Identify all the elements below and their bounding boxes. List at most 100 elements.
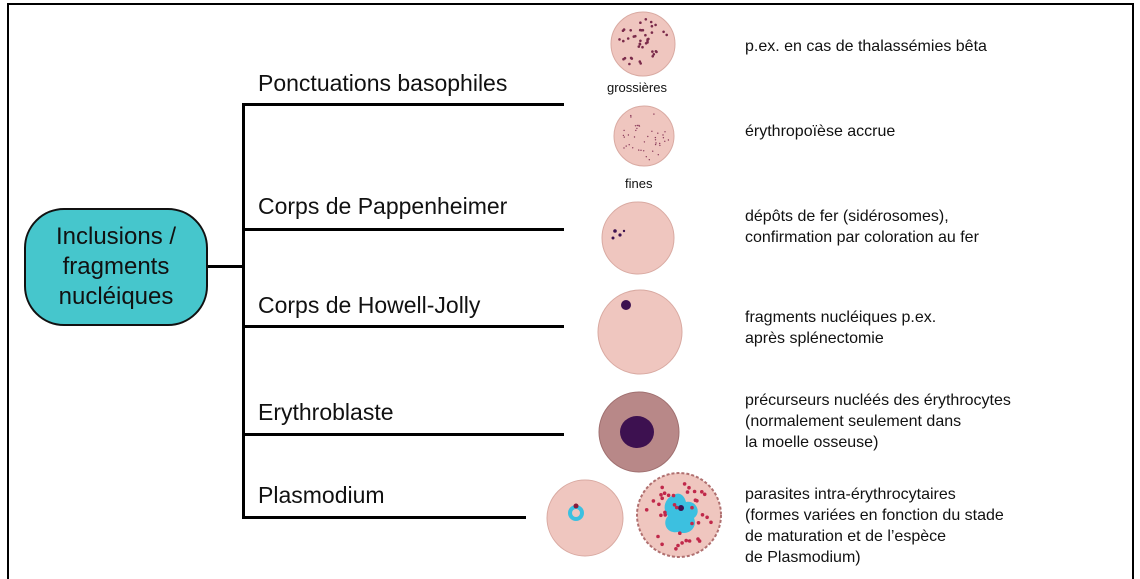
- stipple-dot: [652, 151, 653, 152]
- rbc-pappenheimer-icon: [600, 200, 676, 276]
- description-3: dépôts de fer (sidérosomes), confirmatio…: [745, 206, 979, 248]
- plasmodium-schizont-icon: [634, 470, 724, 560]
- description-4: fragments nucléiques p.ex. après splénec…: [745, 307, 936, 349]
- stipple-dot: [641, 46, 644, 49]
- stipple-dot: [622, 40, 625, 43]
- merozoite-dot: [690, 522, 694, 526]
- stipple-dot: [651, 25, 654, 28]
- stipple-dot: [623, 135, 624, 136]
- stipple-dot: [655, 139, 656, 140]
- merozoite-dot: [667, 494, 671, 498]
- stipple-dot: [638, 149, 639, 150]
- merozoite-dot: [663, 491, 667, 495]
- root-label: Inclusions / fragments nucléiques: [56, 222, 176, 312]
- branch-line-2: [242, 228, 564, 231]
- stipple-dot: [639, 62, 642, 65]
- erythroblast-icon: [597, 390, 681, 474]
- stipple-dot: [638, 125, 639, 126]
- merozoite-dot: [673, 503, 677, 507]
- stipple-dot: [649, 159, 650, 160]
- stipple-dot: [653, 113, 654, 114]
- merozoite-dot: [660, 497, 664, 501]
- merozoite-dot: [683, 482, 687, 486]
- merozoite-dot: [657, 503, 661, 507]
- rbc-fine-stippling-icon: [612, 104, 676, 168]
- stipple-dot: [639, 21, 642, 24]
- merozoite-dot: [696, 537, 700, 541]
- stipple-dot: [639, 43, 642, 46]
- root-connector: [208, 265, 245, 268]
- merozoite-dot: [659, 493, 663, 497]
- root-node: Inclusions / fragments nucléiques: [24, 208, 208, 326]
- stipple-dot: [668, 139, 669, 140]
- merozoite-dot: [695, 499, 699, 503]
- stipple-dot: [624, 136, 625, 137]
- stipple-dot: [638, 45, 641, 48]
- stipple-dot: [630, 116, 631, 117]
- stipple-dot: [657, 133, 658, 134]
- stipple-dot: [629, 29, 632, 32]
- merozoite-dot: [688, 539, 692, 543]
- frame-top-border: [7, 3, 1134, 5]
- merozoite-dot: [701, 513, 705, 517]
- stipple-dot: [632, 147, 633, 148]
- frame-left-border: [7, 3, 9, 579]
- description-6: parasites intra-érythrocytaires (formes …: [745, 484, 1004, 568]
- stipple-dot: [663, 137, 664, 138]
- merozoite-dot: [660, 486, 664, 490]
- stipple-dot: [640, 150, 641, 151]
- description-1: p.ex. en cas de thalassémies bêta: [745, 36, 987, 57]
- stipple-dot: [633, 35, 636, 38]
- stipple-dot: [646, 41, 649, 44]
- category-label-5: Plasmodium: [258, 482, 385, 509]
- stipple-dot: [636, 128, 637, 129]
- merozoite-dot: [672, 494, 676, 498]
- stipple-dot: [658, 154, 659, 155]
- trunk-line: [242, 103, 245, 519]
- stipple-dot: [664, 131, 665, 132]
- stipple-dot: [622, 58, 625, 61]
- stipple-dot: [654, 24, 657, 27]
- stipple-dot: [659, 143, 660, 144]
- stipple-dot: [626, 145, 627, 146]
- merozoite-dot: [676, 544, 680, 548]
- merozoite-dot: [684, 539, 688, 543]
- stipple-dot: [651, 50, 654, 53]
- stipple-dot: [634, 136, 635, 137]
- stipple-dot: [630, 57, 633, 60]
- category-label-2: Corps de Pappenheimer: [258, 193, 507, 220]
- branch-line-4: [242, 433, 564, 436]
- stipple-dot: [623, 28, 626, 31]
- merozoite-dot: [674, 547, 678, 551]
- merozoite-dot: [680, 541, 684, 545]
- branch-line-5: [242, 516, 526, 519]
- stipple-dot: [651, 131, 652, 132]
- merozoite-dot: [697, 521, 701, 525]
- stipple-dot: [623, 130, 624, 131]
- stipple-dot: [655, 142, 656, 143]
- merozoite-dot: [660, 543, 664, 547]
- stipple-dot: [629, 144, 630, 145]
- merozoite-dot: [652, 499, 656, 503]
- branch-line-1: [242, 103, 564, 106]
- merozoite-dot: [703, 493, 707, 497]
- description-5: précurseurs nucléés des érythrocytes (no…: [745, 390, 1011, 453]
- branch-line-3: [242, 325, 564, 328]
- stipple-dot: [623, 147, 624, 148]
- stipple-dot: [662, 134, 663, 135]
- stipple-dot: [665, 34, 668, 37]
- category-label-4: Erythroblaste: [258, 399, 394, 426]
- stipple-dot: [650, 21, 653, 24]
- merozoite-dot: [686, 490, 690, 494]
- stipple-dot: [627, 37, 630, 40]
- merozoite-dot: [709, 521, 713, 525]
- rbc-howell-jolly-icon: [596, 288, 684, 376]
- category-label-3: Corps de Howell-Jolly: [258, 292, 480, 319]
- stipple-dot: [635, 125, 636, 126]
- stipple-dot: [630, 115, 631, 116]
- merozoite-dot: [705, 516, 709, 520]
- stipple-dot: [644, 34, 647, 37]
- stipple-dot: [651, 31, 654, 34]
- stipple-dot: [618, 38, 621, 41]
